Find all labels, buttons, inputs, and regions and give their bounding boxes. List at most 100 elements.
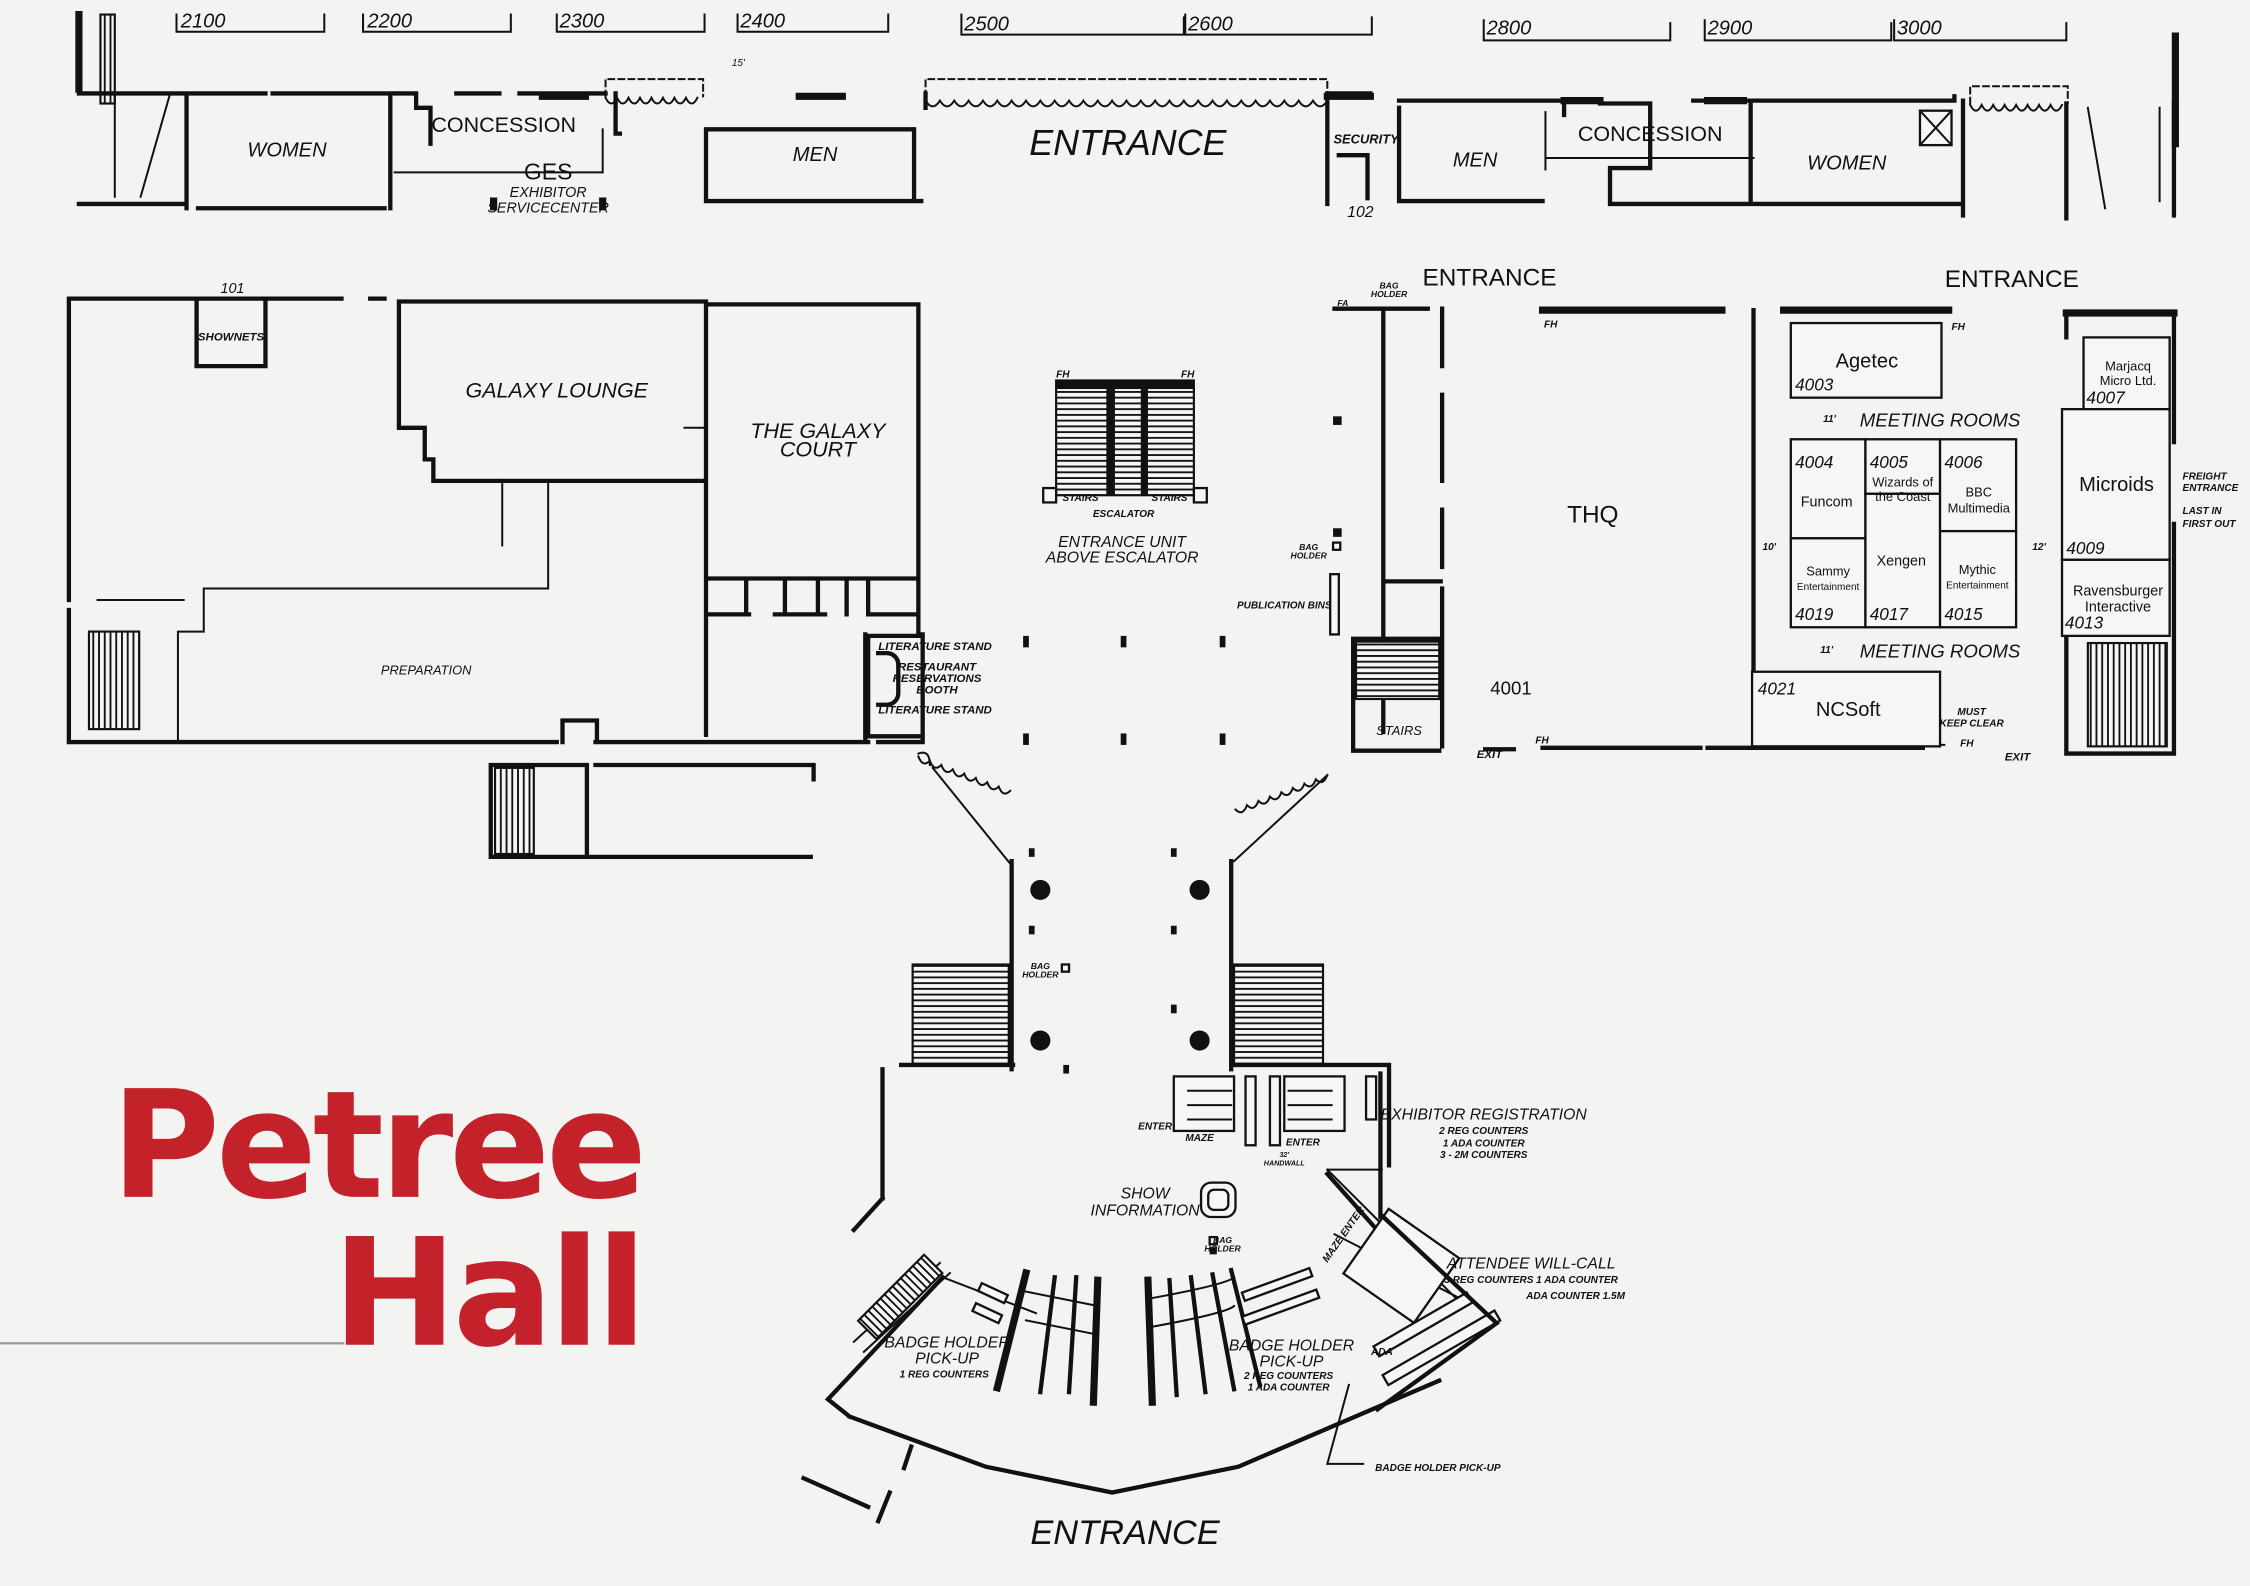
ges-sub-servicecenter: SERVICECENTER: [487, 201, 609, 217]
dim-11ft: 11': [1820, 645, 1833, 656]
booth-4019: [1789, 537, 1867, 629]
booth-name: Funcom: [1801, 495, 1853, 511]
handwall-label: 32': [1279, 1151, 1289, 1159]
entrance-main-label: ENTRANCE: [1029, 123, 1227, 163]
fh-label: FH: [1544, 319, 1558, 330]
badge-pickup-right-detail: 2 REG COUNTERS: [1243, 1371, 1333, 1382]
booth-name: Wizards of: [1872, 475, 1933, 490]
booth-number: 4009: [2066, 538, 2105, 558]
exhibitor-registration-detail: 3 - 2M COUNTERS: [1440, 1150, 1528, 1161]
fh-label: FH: [1535, 735, 1549, 746]
booth-name: Xengen: [1877, 554, 1926, 570]
bag-holder-label: HOLDER: [1371, 289, 1408, 299]
show-information-desk: [1199, 1181, 1237, 1219]
bag-holder-label: HOLDER: [1022, 969, 1059, 979]
title-hall: Hall: [332, 1207, 643, 1381]
booth-4015: [1938, 529, 2018, 629]
publication-bins-label: PUBLICATION BINS: [1237, 601, 1332, 612]
last-in-first-out: LAST IN: [2183, 506, 2223, 517]
bag-holder-icon: [1208, 1235, 1218, 1246]
dim-10ft: 10': [1763, 542, 1777, 553]
maze-label: MAZE: [1185, 1133, 1214, 1144]
meeting-rooms-label: MEETING ROOMS: [1860, 409, 2021, 430]
booth-name: Entertainment: [1797, 582, 1860, 593]
dim-2600: 2600: [1187, 13, 1233, 35]
dim-11ft: 11': [1823, 414, 1836, 425]
bag-holder-label: BAG: [1379, 281, 1398, 291]
handwall-label: HANDWALL: [1264, 1159, 1305, 1167]
booth-number: 4015: [1944, 604, 1983, 624]
galaxy-court-label-2: COURT: [780, 438, 858, 462]
entrance-mid-label: ENTRANCE: [1422, 265, 1556, 292]
bag-holder-label: BAG: [1031, 961, 1050, 971]
entrance-right-label: ENTRANCE: [1945, 266, 2079, 293]
booth-number: 4017: [1870, 604, 1910, 624]
shownets-label: SHOWNETS: [198, 331, 265, 343]
restroom-women-right: WOMEN: [1807, 153, 1887, 175]
booth-restaurant: [865, 633, 921, 739]
lobby-columns: [1028, 848, 1210, 1074]
booth-4007: [2082, 336, 2171, 411]
booth-name: Sammy: [1806, 564, 1850, 579]
stairs-lower-left: [911, 963, 1010, 1066]
booth-4013: [2060, 558, 2171, 638]
booth-number: 4004: [1795, 452, 1833, 472]
dim-2400: 2400: [739, 10, 785, 32]
dim-2500: 2500: [963, 13, 1009, 35]
booth-name: Micro Ltd.: [2100, 373, 2157, 388]
entrance-bottom-label: ENTRANCE: [1030, 1514, 1220, 1552]
ges-label: GES: [524, 159, 572, 185]
bag-holder-label: HOLDER: [1291, 550, 1328, 560]
dim-2200: 2200: [366, 10, 412, 32]
entrance-canopies: [604, 78, 2069, 112]
restroom-men-left: MEN: [793, 144, 838, 166]
center-labels: FH FH STAIRS STAIRS ESCALATOR ENTRANCE U…: [878, 281, 1422, 738]
enter-label: ENTER: [1138, 1121, 1173, 1132]
booth-4009: [2060, 408, 2171, 561]
booth-4004: [1789, 438, 1867, 540]
booth-name: BBC: [1966, 485, 1993, 500]
badge-pickup-left-detail: 1 REG COUNTERS: [900, 1370, 989, 1381]
publication-bins: [1329, 573, 1340, 636]
escalator-label: ESCALATOR: [1093, 509, 1155, 520]
stairs-right: [1354, 640, 1441, 701]
exhibit-hall-walls: [1483, 306, 2178, 756]
freight-entrance: FREIGHT: [2183, 471, 2228, 482]
stairs-far-right: [2086, 641, 2168, 748]
fh-label: FH: [1952, 322, 1966, 333]
dim-2100: 2100: [180, 10, 226, 32]
bag-holder-label: HOLDER: [1204, 1243, 1241, 1253]
booth-number: 4021: [1758, 679, 1796, 699]
booth-name: Microids: [2079, 474, 2154, 496]
freight-entrance: ENTRANCE: [2183, 483, 2239, 494]
badge-pickup-right-label: PICK-UP: [1259, 1353, 1323, 1370]
galaxy-lounge-label: GALAXY LOUNGE: [465, 379, 648, 403]
preparation-label: PREPARATION: [381, 663, 472, 678]
meeting-rooms-label: MEETING ROOMS: [1860, 640, 2021, 661]
stairs-label: STAIRS: [1062, 493, 1098, 504]
dim-3000: 3000: [1897, 18, 1942, 40]
literature-stand-label: LITERATURE STAND: [878, 641, 992, 653]
booth-4005: [1864, 438, 1942, 495]
restaurant-booth-label-1: RESTAURANT: [898, 661, 977, 673]
booth-number: 4006: [1944, 452, 1983, 472]
booth-thq: THQ: [1567, 502, 1618, 529]
bag-holder-icon: [1209, 1247, 1217, 1255]
booth-4003: [1789, 321, 1943, 399]
columns: [1023, 416, 1342, 745]
exhibitor-registration-detail: 1 ADA COUNTER: [1443, 1139, 1525, 1150]
concession-left: CONCESSION: [431, 113, 576, 137]
booth-name: Ravensburger: [2073, 584, 2163, 600]
entrance-unit-label-1: ENTRANCE UNIT: [1058, 534, 1187, 551]
fa-label: FA: [1337, 298, 1348, 308]
will-call-detail: ADA COUNTER 1.5M: [1525, 1291, 1625, 1302]
must-keep-clear: MUST: [1957, 707, 1986, 718]
entry-fan: [800, 1253, 1443, 1525]
bag-holder-label: BAG: [1299, 542, 1318, 552]
restaurant-booth-label-2: RESERVATIONS: [893, 673, 982, 685]
booth-name: Marjacq: [2105, 358, 2151, 373]
booth-number: 4003: [1795, 374, 1834, 394]
dim-2800: 2800: [1486, 18, 1532, 40]
